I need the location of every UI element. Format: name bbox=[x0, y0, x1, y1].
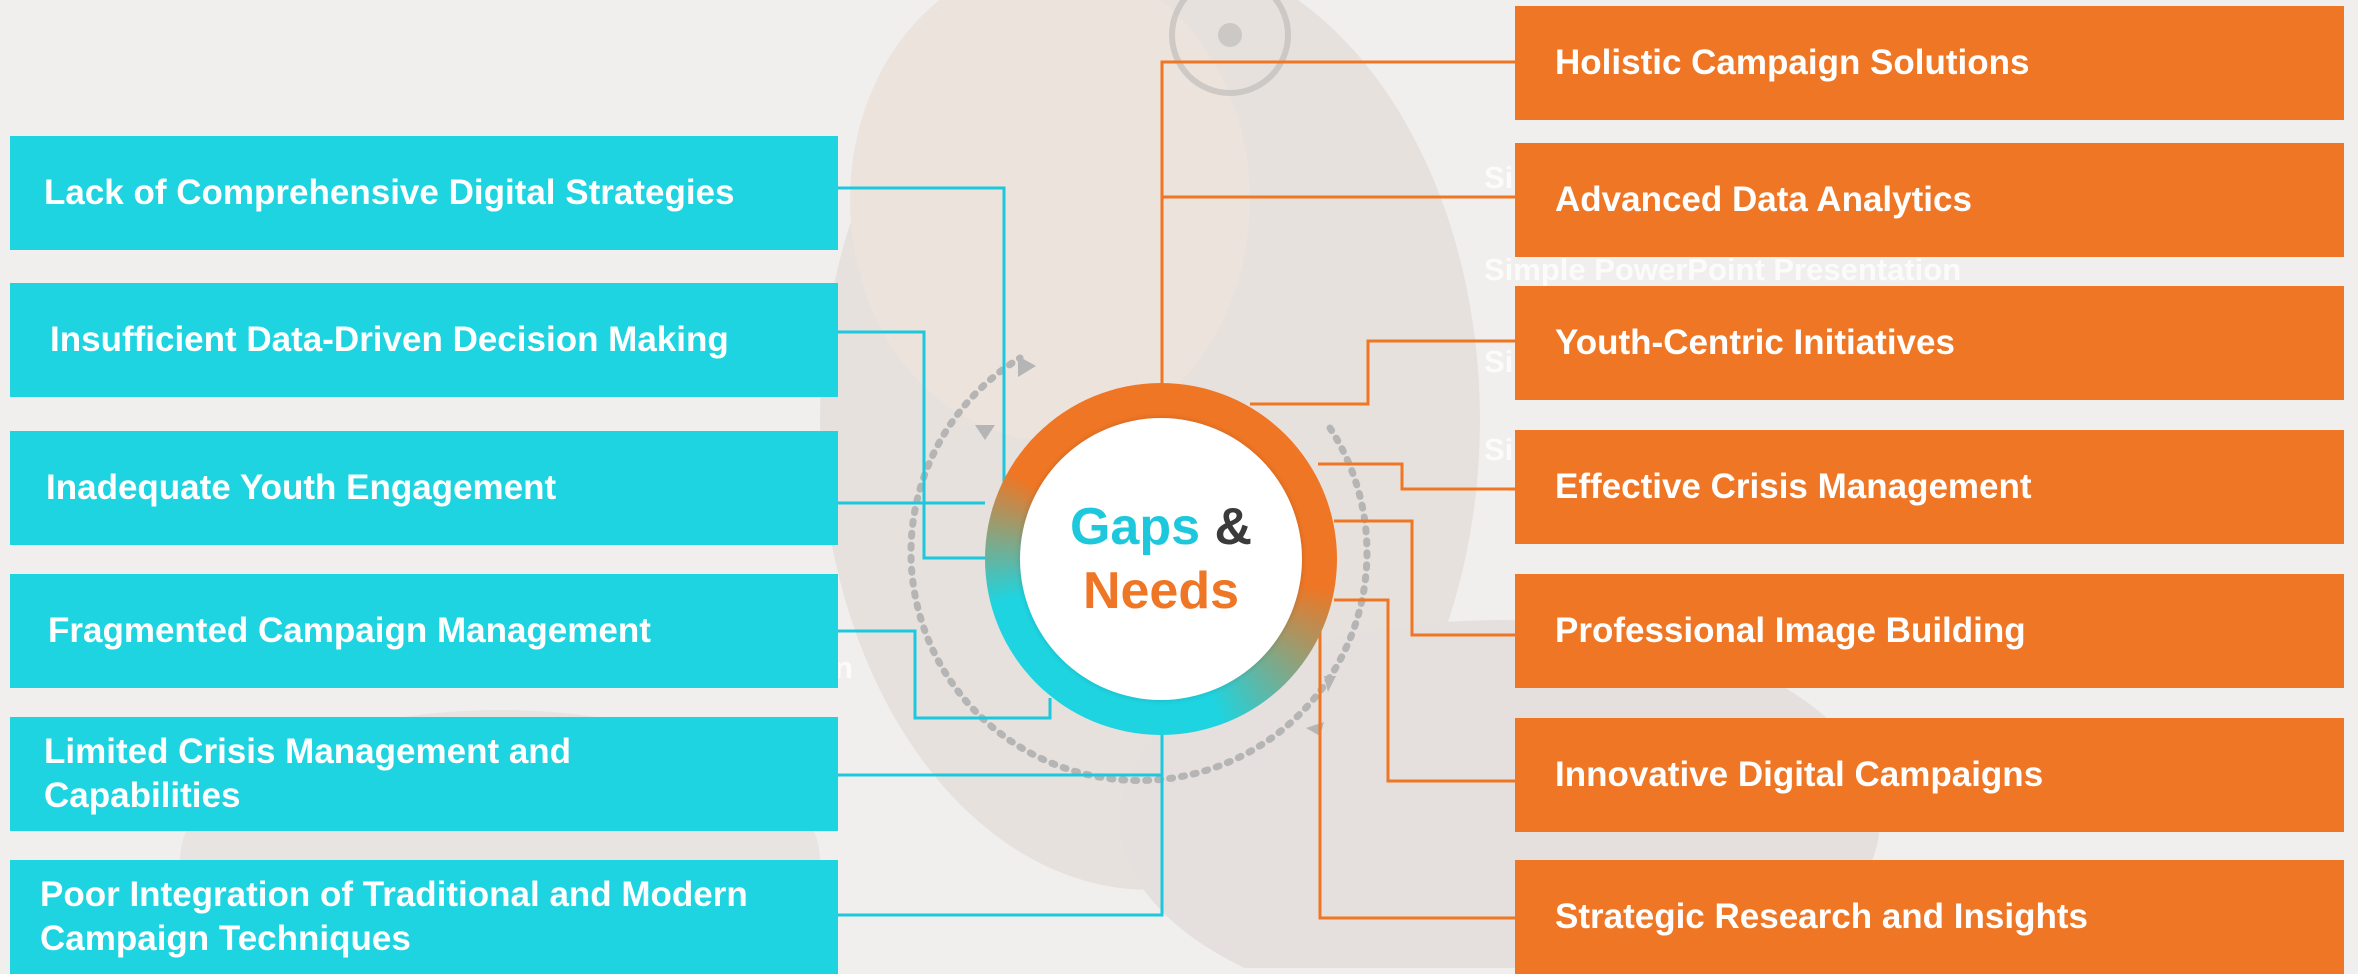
gap-box-2: Insufficient Data-Driven Decision Making bbox=[10, 283, 838, 397]
bg-text-2: Simple PowerPoint Presentation bbox=[1484, 252, 1962, 287]
hub-circle: Gaps & Needs bbox=[1020, 418, 1302, 700]
need-box-7: Strategic Research and Insights bbox=[1515, 860, 2344, 974]
gap-box-5: Limited Crisis Management and Capabiliti… bbox=[10, 717, 838, 831]
hub-ampersand: & bbox=[1214, 498, 1253, 556]
gap-box-3: Inadequate Youth Engagement bbox=[10, 431, 838, 545]
bg-text-4: Si bbox=[1484, 432, 1514, 467]
need-label: Innovative Digital Campaigns bbox=[1555, 755, 2044, 794]
gap-connectors bbox=[838, 186, 1164, 917]
bg-text-1: Si bbox=[1484, 160, 1514, 195]
need-box-3: Youth-Centric Initiatives bbox=[1515, 286, 2344, 400]
need-label: Advanced Data Analytics bbox=[1555, 180, 1972, 219]
chakra-icon bbox=[1169, 0, 1291, 96]
arrow-head-icon bbox=[975, 425, 995, 440]
gap-label: Inadequate Youth Engagement bbox=[46, 468, 557, 507]
need-box-4: Effective Crisis Management bbox=[1515, 430, 2344, 544]
need-box-5: Professional Image Building bbox=[1515, 574, 2344, 688]
gap-label: Insufficient Data-Driven Decision Making bbox=[50, 320, 729, 359]
gap-label: Lack of Comprehensive Digital Strategies bbox=[44, 173, 735, 212]
gap-label: Limited Crisis Management and Capabiliti… bbox=[44, 732, 572, 815]
arrow-head-icon bbox=[1018, 356, 1036, 377]
hub-gaps-text: Gaps bbox=[1069, 498, 1201, 556]
need-label: Strategic Research and Insights bbox=[1555, 897, 2088, 936]
gap-box-4: Fragmented Campaign Management bbox=[10, 574, 838, 688]
need-label: Holistic Campaign Solutions bbox=[1555, 43, 2030, 82]
hub-title-line1: Gaps & bbox=[1070, 495, 1252, 559]
need-connectors bbox=[1160, 60, 1515, 920]
hub-needs-text: Needs bbox=[1082, 562, 1240, 620]
need-label: Effective Crisis Management bbox=[1555, 467, 2032, 506]
gap-box-6: Poor Integration of Traditional and Mode… bbox=[10, 860, 838, 974]
gap-label: Poor Integration of Traditional and Mode… bbox=[40, 875, 748, 958]
need-box-1: Holistic Campaign Solutions bbox=[1515, 6, 2344, 120]
bg-text-5: n bbox=[834, 650, 853, 685]
gap-box-1: Lack of Comprehensive Digital Strategies bbox=[10, 136, 838, 250]
need-label: Professional Image Building bbox=[1555, 611, 2026, 650]
gap-label: Fragmented Campaign Management bbox=[48, 611, 651, 650]
bg-text-3: Si bbox=[1484, 344, 1514, 379]
arrow-head-icon bbox=[1324, 676, 1336, 692]
need-box-2: Advanced Data Analytics bbox=[1515, 143, 2344, 257]
need-box-6: Innovative Digital Campaigns bbox=[1515, 718, 2344, 832]
need-label: Youth-Centric Initiatives bbox=[1555, 323, 1955, 362]
